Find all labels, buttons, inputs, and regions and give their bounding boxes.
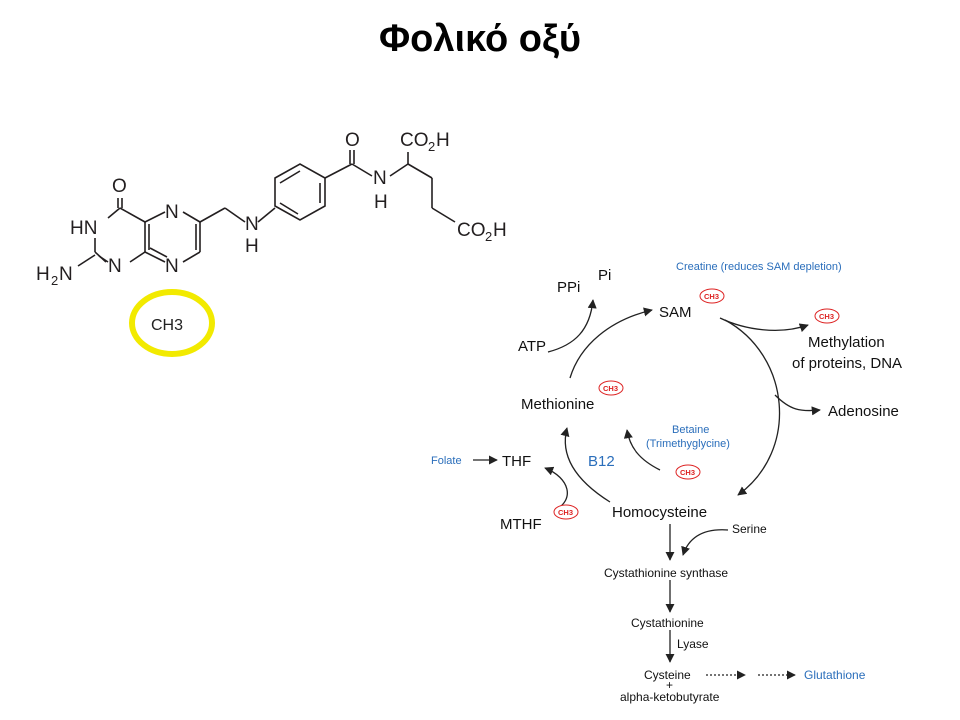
pteridine-ring-right <box>144 211 201 263</box>
label-thf: THF <box>502 453 531 470</box>
label-betaine-1: Betaine <box>672 424 709 436</box>
atom-nh-bridge-n: N <box>245 214 259 235</box>
label-serine: Serine <box>732 522 767 536</box>
co2h-top: CO 2 H <box>400 130 450 154</box>
label-methylation-2: of proteins, DNA <box>792 355 902 372</box>
atom-amide-n: N <box>373 168 387 189</box>
label-creatine: Creatine (reduces SAM depletion) <box>676 261 842 273</box>
label-sam: SAM <box>659 304 692 321</box>
arrow-to-adenosine <box>774 394 821 416</box>
arrow-betaine <box>623 429 661 471</box>
arrow-atp-to-ppi <box>547 299 597 353</box>
atom-hn: HN <box>70 218 97 239</box>
atom-amide-h: H <box>374 192 388 213</box>
ch3-badge-methylation-text: CH3 <box>819 312 834 321</box>
ch3-badge-betaine-text: CH3 <box>680 468 695 477</box>
co2h-bottom: CO 2 H <box>457 220 507 244</box>
arrow-sam-to-homocysteine <box>724 319 781 496</box>
ch3-badge-methylation: CH3 <box>814 308 840 324</box>
atom-o-pterin: O <box>112 176 127 197</box>
co2h-bottom-h: H <box>493 220 507 241</box>
co2h-bottom-sub: 2 <box>485 229 492 244</box>
ch3-badge-mthf: CH3 <box>553 504 579 520</box>
co2h-top-co: CO <box>400 130 429 151</box>
co2h-bottom-co: CO <box>457 220 486 241</box>
label-plus: + <box>666 678 673 692</box>
ch3-highlight: CH3 <box>129 289 215 357</box>
ch3-badge-methionine-text: CH3 <box>603 384 618 393</box>
label-homocysteine: Homocysteine <box>612 504 707 521</box>
label-pi: Pi <box>598 267 611 284</box>
atom-h2n-n: N <box>59 264 73 285</box>
benzene-ring <box>274 163 326 221</box>
arrow-methionine-to-sam <box>569 307 653 379</box>
atom-n-ring-bottom-1: N <box>108 256 122 277</box>
atom-h2n: H 2 N <box>36 264 73 288</box>
label-betaine-2: (Trimethyglycine) <box>646 438 730 450</box>
label-mthf: MTHF <box>500 516 542 533</box>
label-lyase: Lyase <box>677 637 709 651</box>
label-atp: ATP <box>518 338 546 355</box>
methionine-cycle-diagram: PPi Pi ATP SAM Creatine (reduces SAM dep… <box>431 261 902 704</box>
pteridine-ring-left <box>77 198 150 267</box>
label-cystathionine-synthase: Cystathionine synthase <box>604 566 728 580</box>
arrow-homocysteine-to-methionine <box>560 427 611 503</box>
label-b12: B12 <box>588 453 615 470</box>
label-folate: Folate <box>431 455 462 467</box>
label-glutathione: Glutathione <box>804 668 866 682</box>
label-cysteine: Cysteine <box>644 668 691 682</box>
atom-h2n-h: H <box>36 264 50 285</box>
atom-nh-bridge-h: H <box>245 236 259 257</box>
atom-n-ring-top: N <box>165 202 179 223</box>
label-adenosine: Adenosine <box>828 403 899 420</box>
ch3-badge-betaine: CH3 <box>675 464 701 480</box>
arrow-serine <box>681 529 729 556</box>
label-cystathionine: Cystathionine <box>631 616 704 630</box>
ch3-badge-sam: CH3 <box>699 288 725 304</box>
co2h-top-sub: 2 <box>428 139 435 154</box>
ch3-badge-sam-text: CH3 <box>704 292 719 301</box>
label-methylation-1: Methylation <box>808 334 885 351</box>
ch3-highlight-label: CH3 <box>151 317 183 334</box>
label-alpha-ketobutyrate: alpha-ketobutyrate <box>620 690 720 704</box>
ch3-badge-mthf-text: CH3 <box>558 508 573 517</box>
label-ppi: PPi <box>557 279 580 296</box>
arrow-mthf-to-thf <box>544 466 568 511</box>
atom-h2n-sub: 2 <box>51 273 58 288</box>
co2h-top-h: H <box>436 130 450 151</box>
atom-amide-o: O <box>345 130 360 151</box>
folic-acid-structure: O HN N N N H 2 N N H O N H CO 2 H CO 2 H… <box>36 130 507 357</box>
atom-n-ring-bottom-2: N <box>165 256 179 277</box>
highlight-circle <box>129 289 215 357</box>
ch3-badge-methionine: CH3 <box>598 380 624 396</box>
label-methionine: Methionine <box>521 396 594 413</box>
slide-title: Φολικό οξύ <box>378 18 582 60</box>
